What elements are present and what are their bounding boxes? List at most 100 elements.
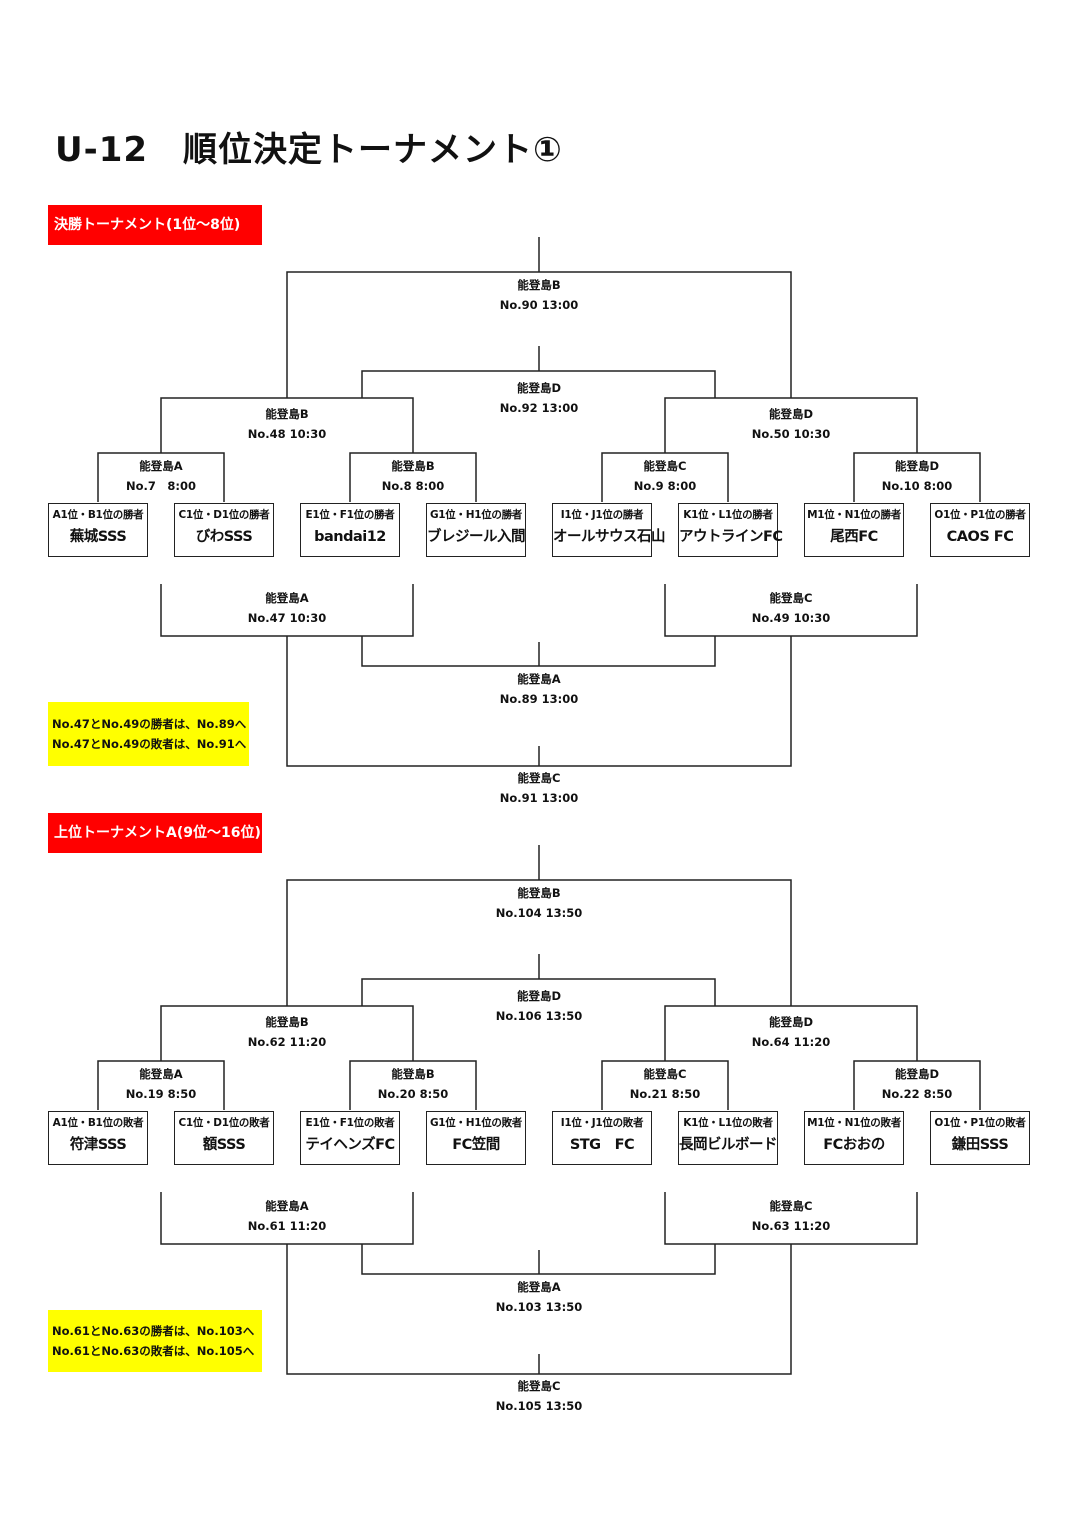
match-number: No.61 11:20 [247, 1219, 327, 1233]
venue-label: 能登島D [894, 1067, 940, 1081]
match-number: No.104 13:50 [495, 906, 583, 920]
team-box[interactable]: C1位・D1位の敗者額SSS [174, 1111, 274, 1165]
match-number: No.9 8:00 [633, 479, 697, 493]
semi-right-match: 能登島D No.50 10:30 [691, 404, 891, 444]
quarter-match: 能登島D No.22 8:50 [817, 1064, 1017, 1104]
semi-left-bracket [160, 397, 414, 453]
match-number: No.90 13:00 [499, 298, 579, 312]
match-number: No.62 11:20 [247, 1035, 327, 1049]
match-number: No.91 13:00 [499, 791, 579, 805]
match-number: No.8 8:00 [381, 479, 445, 493]
team-seed: G1位・H1位の敗者 [429, 1117, 523, 1129]
team-name: 長岡ビルボード [679, 1137, 778, 1153]
team-box[interactable]: A1位・B1位の敗者符津SSS [48, 1111, 148, 1165]
team-name: びわSSS [195, 529, 253, 545]
bracket-lines [97, 237, 981, 767]
team-box[interactable]: I1位・J1位の勝者オールサウス石山 [552, 503, 666, 557]
match-number: No.105 13:50 [495, 1399, 583, 1413]
section-label: 上位トーナメントA(9位～16位) [48, 813, 262, 853]
venue-label: 能登島D [894, 459, 940, 473]
venue-label: 能登島C [769, 1199, 813, 1213]
team-seed: A1位・B1位の敗者 [52, 1117, 144, 1129]
venue-label: 能登島B [517, 886, 561, 900]
venue-label: 能登島B [265, 407, 309, 421]
third-place-bracket [361, 370, 716, 398]
bracket-lines [97, 845, 981, 1375]
team-name: テイヘンズFC [305, 1137, 395, 1153]
semi-right-match: 能登島D No.64 11:20 [691, 1012, 891, 1052]
quarter-bracket [601, 1060, 729, 1110]
venue-label: 能登島A [139, 459, 183, 473]
team-box[interactable]: E1位・F1位の敗者テイヘンズFC [300, 1111, 400, 1165]
team-name: 蕪城SSS [69, 529, 127, 545]
venue-label: 能登島C [517, 1379, 561, 1393]
team-box[interactable]: G1位・H1位の勝者ブレジール入間 [426, 503, 526, 557]
loser-third-match: 能登島C No.105 13:50 [439, 1376, 639, 1416]
semi-left-bracket [160, 1005, 414, 1061]
match-number: No.21 8:50 [629, 1087, 701, 1101]
team-name: CAOS FC [946, 529, 1014, 545]
venue-label: 能登島D [768, 1015, 814, 1029]
team-name: FCおおの [823, 1137, 885, 1153]
team-name: アウトラインFC [679, 529, 783, 545]
team-box[interactable]: O1位・P1位の敗者鎌田SSS [930, 1111, 1030, 1165]
match-number: No.103 13:50 [495, 1300, 583, 1314]
match-number: No.19 8:50 [125, 1087, 197, 1101]
match-number: No.10 8:00 [881, 479, 953, 493]
match-number: No.7 8:00 [126, 479, 196, 493]
match-number: No.22 8:50 [881, 1087, 953, 1101]
team-name: 額SSS [202, 1137, 246, 1153]
team-seed: K1位・L1位の勝者 [683, 509, 773, 521]
venue-label: 能登島D [516, 989, 562, 1003]
match-number: No.89 13:00 [499, 692, 579, 706]
team-box[interactable]: K1位・L1位の勝者アウトラインFC [678, 503, 783, 557]
match-number: No.64 11:20 [751, 1035, 831, 1049]
team-box[interactable]: M1位・N1位の勝者尾西FC [804, 503, 904, 557]
team-box[interactable]: A1位・B1位の勝者蕪城SSS [48, 503, 148, 557]
team-seed: K1位・L1位の敗者 [683, 1117, 773, 1129]
semi-left-match: 能登島B No.48 10:30 [187, 404, 387, 444]
venue-label: 能登島A [265, 1199, 309, 1213]
team-box[interactable]: K1位・L1位の敗者長岡ビルボード [678, 1111, 778, 1165]
match-number: No.48 10:30 [247, 427, 327, 441]
team-name: ブレジール入間 [427, 529, 526, 545]
note-line: No.61とNo.63の敗者は、No.105へ [52, 1344, 255, 1358]
venue-label: 能登島B [391, 1067, 435, 1081]
match-number: No.50 10:30 [751, 427, 831, 441]
quarter-bracket [601, 452, 729, 502]
quarter-bracket [853, 452, 981, 502]
loser-left-match: 能登島A No.61 11:20 [187, 1196, 387, 1236]
venue-label: 能登島A [265, 591, 309, 605]
team-name: STG FC [569, 1137, 635, 1153]
team-name: 尾西FC [830, 529, 878, 545]
team-name: オールサウス石山 [553, 529, 666, 545]
team-seed: E1位・F1位の勝者 [305, 509, 395, 521]
semi-right-bracket [664, 397, 918, 453]
team-seed: A1位・B1位の勝者 [52, 509, 144, 521]
quarter-bracket [349, 452, 477, 502]
note-line: No.47とNo.49の勝者は、No.89へ [52, 717, 247, 731]
venue-label: 能登島D [768, 407, 814, 421]
final-match: 能登島B No.90 13:00 [439, 275, 639, 315]
team-box[interactable]: C1位・D1位の勝者びわSSS [174, 503, 274, 557]
final-bracket [286, 271, 792, 398]
match-number: No.49 10:30 [751, 611, 831, 625]
venue-label: 能登島B [517, 278, 561, 292]
quarter-bracket [349, 1060, 477, 1110]
team-seed: O1位・P1位の敗者 [934, 1117, 1026, 1129]
